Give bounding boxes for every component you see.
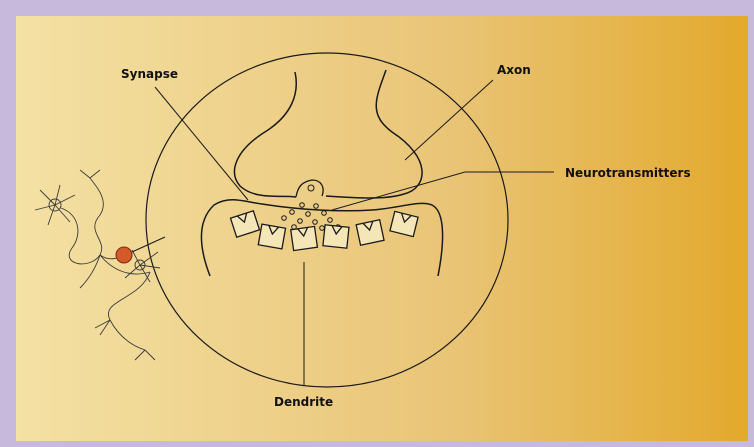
axon-label: Axon <box>497 63 531 77</box>
synapse-highlight <box>116 247 132 263</box>
neurotransmitters-label: Neurotransmitters <box>565 166 691 180</box>
dendrite-label: Dendrite <box>274 395 333 409</box>
synapse-label: Synapse <box>121 67 178 81</box>
